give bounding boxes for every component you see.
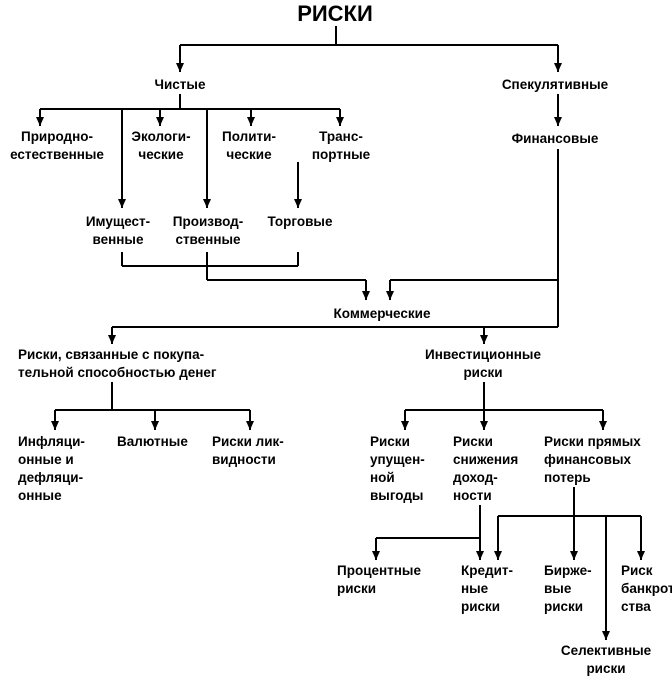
node-selektivnye: Селективные риски: [560, 643, 652, 676]
node-bankrotstva: Риск банкрот- ства: [621, 563, 672, 614]
node-politicheskie: Полити- ческие: [222, 129, 276, 162]
node-chistye: Чистые: [154, 77, 206, 92]
node-likvidnosti: Риски лик- видности: [212, 434, 284, 467]
arrowhead-down: [602, 631, 610, 640]
arrowhead-down: [108, 335, 116, 344]
arrowhead-down: [247, 117, 255, 126]
arrowhead-down: [203, 199, 211, 208]
arrowhead-down: [554, 117, 562, 126]
arrowhead-down: [246, 421, 254, 430]
arrowhead-down: [372, 551, 380, 560]
arrowheads: [36, 63, 645, 640]
node-pokupatelnaya-sposobnost: Риски, связанные с покупа- тельной спосо…: [18, 347, 217, 380]
node-proizvodstvennye: Производ- ственные: [172, 214, 244, 247]
node-prirodno-estestvennye: Природно- естественные: [10, 129, 104, 162]
node-inflyatsionnye: Инфляци- онные и дефляци- онные: [18, 434, 85, 503]
node-pryamykh-poter: Риски прямых финансовых потерь: [544, 434, 641, 485]
node-transportnye: Транс- портные: [311, 129, 371, 162]
arrowhead-down: [336, 117, 344, 126]
node-riski: РИСКИ: [297, 1, 373, 26]
arrowhead-down: [480, 335, 488, 344]
node-upushchennoy-vygody: Риски упущен- ной выгоды: [370, 434, 425, 503]
arrowhead-down: [637, 551, 645, 560]
arrowhead-down: [294, 199, 302, 208]
node-torgovye: Торговые: [267, 214, 333, 229]
arrowhead-down: [476, 551, 484, 560]
arrowhead-down: [480, 421, 488, 430]
arrowhead-down: [401, 421, 409, 430]
node-snizheniya-dokhodnosti: Риски снижения доход- ности: [453, 434, 519, 503]
arrowhead-down: [118, 199, 126, 208]
node-spekulyativnye: Спекулятивные: [501, 77, 609, 92]
node-protsentnye: Процентные риски: [337, 563, 421, 596]
arrowhead-down: [51, 421, 59, 430]
arrowhead-down: [599, 421, 607, 430]
arrowhead-down: [156, 117, 164, 126]
arrowhead-down: [386, 291, 394, 300]
arrowhead-down: [176, 63, 184, 72]
node-kreditnye: Кредит- ные риски: [461, 563, 513, 614]
arrowhead-down: [570, 551, 578, 560]
node-imushchestvennye: Имущест- венные: [85, 214, 151, 247]
node-ekologicheskie: Экологи- ческие: [131, 129, 191, 162]
arrowhead-down: [36, 117, 44, 126]
node-kommercheskie: Коммерческие: [333, 306, 431, 321]
arrowhead-down: [494, 551, 502, 560]
arrowhead-down: [151, 421, 159, 430]
arrowhead-down: [554, 63, 562, 72]
node-birzhevye: Биржe- вые риски: [544, 563, 592, 614]
node-finansovye: Финансовые: [511, 131, 599, 146]
node-investitsionnye: Инвестиционные риски: [425, 347, 541, 380]
arrowhead-down: [362, 291, 370, 300]
node-valyutnye: Валютные: [117, 434, 188, 449]
